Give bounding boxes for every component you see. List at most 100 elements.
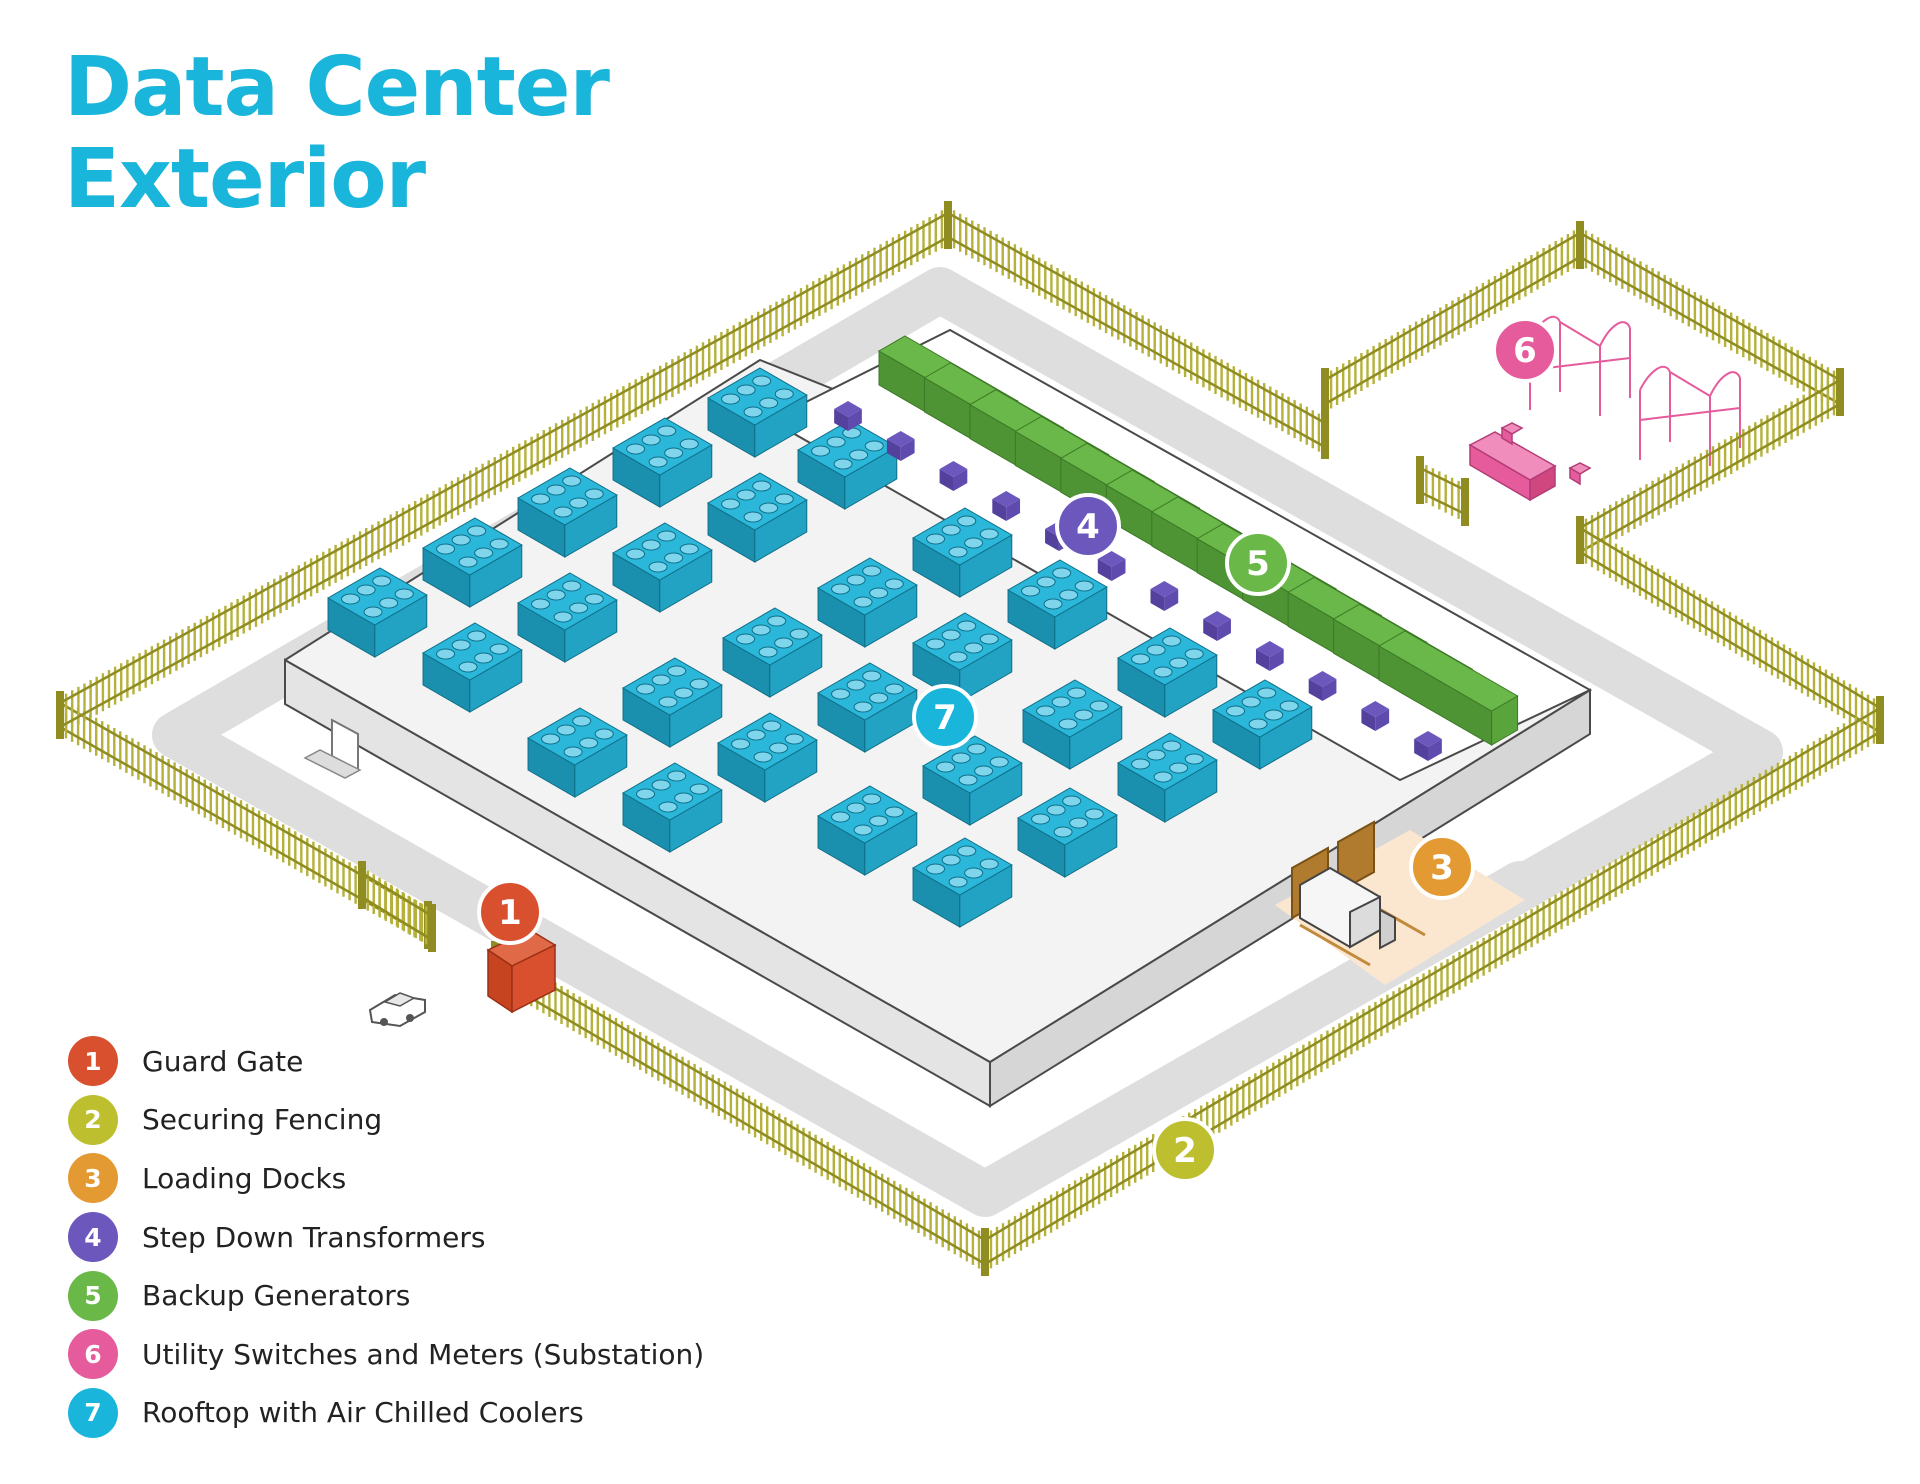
fence-post xyxy=(1321,411,1329,459)
cooler-fan xyxy=(862,793,882,805)
generator-unit xyxy=(1378,630,1519,746)
transformer-unit xyxy=(1150,581,1179,611)
cooler-fan xyxy=(948,876,968,888)
cooler-fan xyxy=(667,770,687,782)
fence-gate-arm xyxy=(358,861,436,952)
legend-label: Backup Generators xyxy=(142,1279,411,1313)
transformer-top xyxy=(886,431,915,447)
cooler-fan xyxy=(884,806,904,818)
cooler-fan xyxy=(1279,700,1299,712)
substation-pad xyxy=(1320,270,1840,560)
cooler-fan xyxy=(489,643,509,655)
cooler-fan xyxy=(884,683,904,695)
legend-label: Rooftop with Air Chilled Coolers xyxy=(142,1396,584,1430)
cooler-top xyxy=(1017,787,1118,846)
cooler-fan xyxy=(546,484,566,496)
cooler-fan xyxy=(853,596,873,608)
transformer-unit xyxy=(992,491,1021,521)
cooler-fan xyxy=(884,578,904,590)
cooler-fan xyxy=(1184,648,1204,660)
fence-rail xyxy=(361,871,433,918)
cooler-fan xyxy=(341,593,361,605)
fence-post xyxy=(1836,368,1844,416)
fence-post xyxy=(358,861,366,909)
fence-post xyxy=(1576,516,1584,564)
marker-number: 4 xyxy=(1076,507,1100,547)
cooler-fan xyxy=(436,648,456,660)
cooler-unit xyxy=(517,467,618,558)
transformer-side xyxy=(834,409,848,431)
car-wheel xyxy=(406,1014,414,1022)
dock-stripe xyxy=(1299,923,1371,967)
cooler-fan xyxy=(674,792,694,804)
cooler-fan xyxy=(636,788,656,800)
marker-circle xyxy=(1492,317,1558,383)
cooler-fan xyxy=(474,547,494,559)
fence-rail xyxy=(59,211,949,705)
cooler-fan xyxy=(1162,740,1182,752)
cooler-fan xyxy=(563,746,583,758)
cooler-fan xyxy=(1051,696,1071,708)
fence-rail xyxy=(1579,550,1881,734)
marker-badge-4: 4 xyxy=(1055,493,1121,559)
cooler-fan xyxy=(736,633,756,645)
cooler-fan xyxy=(636,683,656,695)
cooler-fan xyxy=(572,715,592,727)
transformer-top xyxy=(1203,611,1231,627)
cooler-fan xyxy=(989,756,1009,768)
transformer-side xyxy=(1308,679,1323,701)
cooler-fan xyxy=(853,824,873,836)
cooler-fan xyxy=(957,515,977,527)
cooler-fan xyxy=(546,589,566,601)
cooler-fan xyxy=(474,652,494,664)
cooler-fan xyxy=(926,638,946,650)
cooler-fan xyxy=(979,858,999,870)
cooler-fan xyxy=(579,737,599,749)
cooler-top xyxy=(517,467,618,526)
cooler-fan xyxy=(869,815,889,827)
page-title-line-2: Exterior xyxy=(64,132,426,227)
page-title-line-1: Data Center xyxy=(64,40,610,135)
cooler-top xyxy=(1117,627,1218,686)
cooler-fan xyxy=(964,867,984,879)
cooler-fan xyxy=(751,624,771,636)
cooler-unit xyxy=(1117,627,1218,718)
legend-label: Guard Gate xyxy=(142,1044,304,1078)
fence-rail xyxy=(1579,402,1841,554)
cooler-fan xyxy=(648,456,668,468)
marker-circle xyxy=(1152,1117,1218,1183)
cooler-fan xyxy=(651,674,671,686)
cooler-top xyxy=(922,735,1023,794)
cooler-fan xyxy=(562,580,582,592)
meter-box-side xyxy=(1569,466,1581,486)
cooler-fan xyxy=(1146,644,1166,656)
cooler-fan xyxy=(967,743,987,755)
cooler-unit xyxy=(1007,559,1108,650)
cooler-fan xyxy=(458,661,478,673)
marker-number: 3 xyxy=(1430,848,1454,888)
cooler-fan xyxy=(743,511,763,523)
fence-post xyxy=(1876,696,1884,744)
cooler-fan xyxy=(1162,635,1182,647)
cooler-fan xyxy=(689,783,709,795)
marker-badge-6: 6 xyxy=(1492,317,1558,383)
cooler-fan xyxy=(664,447,684,459)
transformer-unit xyxy=(886,431,915,461)
cooler-fan xyxy=(394,588,414,600)
transformer-side xyxy=(1006,499,1021,521)
cooler-fan xyxy=(584,593,604,605)
fence-post xyxy=(1321,368,1329,416)
cooler-top xyxy=(912,837,1013,896)
cooler-fan xyxy=(562,475,582,487)
cooler-unit xyxy=(797,419,898,510)
fence-rail xyxy=(494,975,986,1266)
cooler-fan xyxy=(948,651,968,663)
cooler-fan xyxy=(721,393,741,405)
cooler-fan xyxy=(853,701,873,713)
cooler-top xyxy=(1022,679,1123,738)
transformer-side xyxy=(1045,529,1059,551)
